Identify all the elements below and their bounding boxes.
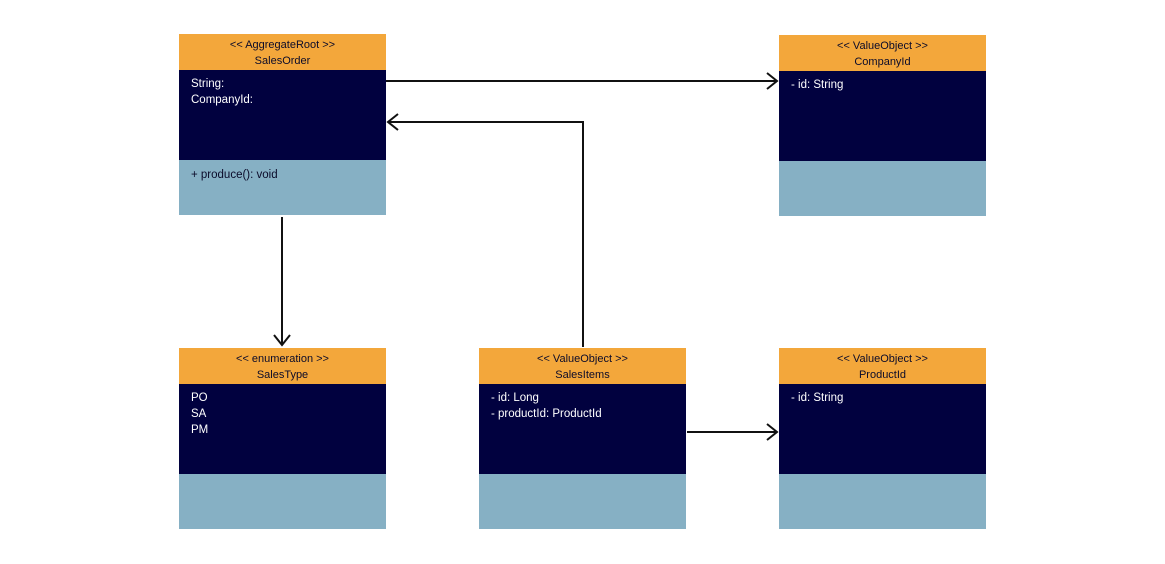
class-header: << enumeration >> SalesType bbox=[179, 348, 386, 384]
class-name: CompanyId bbox=[854, 56, 911, 68]
class-stereotype: << ValueObject >> bbox=[837, 353, 928, 365]
class-name: SalesOrder bbox=[254, 55, 311, 67]
class-salesorder[interactable]: << AggregateRoot >> SalesOrder String: C… bbox=[179, 34, 386, 215]
class-salestype[interactable]: << enumeration >> SalesType PO SA PM bbox=[179, 348, 386, 529]
class-productid[interactable]: << ValueObject >> ProductId - id: String bbox=[779, 348, 986, 529]
association-salesorder-to-salestype bbox=[273, 217, 291, 347]
attribute-productid: - productId: ProductId bbox=[491, 408, 602, 420]
association-line bbox=[388, 121, 584, 347]
class-operations bbox=[779, 161, 986, 216]
class-operations bbox=[479, 474, 686, 529]
enum-value-po: PO bbox=[191, 392, 208, 404]
class-operations bbox=[779, 474, 986, 529]
attribute-id: - id: String bbox=[791, 79, 844, 91]
class-header: << ValueObject >> CompanyId bbox=[779, 35, 986, 71]
enum-value-pm: PM bbox=[191, 424, 209, 436]
class-attributes: - id: String bbox=[779, 384, 986, 474]
class-name: ProductId bbox=[858, 369, 907, 381]
class-name: SalesType bbox=[256, 369, 309, 381]
class-attributes: - id: Long - productId: ProductId bbox=[479, 384, 686, 474]
class-salesitems[interactable]: << ValueObject >> SalesItems - id: Long … bbox=[479, 348, 686, 529]
association-salesitems-to-productid bbox=[687, 423, 779, 441]
arrowhead-icon bbox=[766, 72, 779, 90]
class-operations: + produce(): void bbox=[179, 160, 386, 215]
operation-produce: + produce(): void bbox=[191, 169, 278, 181]
attribute-string: String: bbox=[191, 78, 225, 90]
arrowhead-icon bbox=[273, 334, 291, 347]
class-attributes: PO SA PM bbox=[179, 384, 386, 474]
class-name: SalesItems bbox=[555, 369, 610, 381]
class-stereotype: << ValueObject >> bbox=[537, 353, 628, 365]
association-salesorder-to-companyid bbox=[386, 72, 779, 90]
attribute-id: - id: Long bbox=[491, 392, 539, 404]
class-operations bbox=[179, 474, 386, 529]
class-header: << ValueObject >> ProductId bbox=[779, 348, 986, 384]
class-header: << AggregateRoot >> SalesOrder bbox=[179, 34, 386, 70]
class-companyid[interactable]: << ValueObject >> CompanyId - id: String bbox=[779, 35, 986, 216]
class-attributes: - id: String bbox=[779, 71, 986, 161]
attribute-id: - id: String bbox=[791, 392, 844, 404]
enum-value-sa: SA bbox=[191, 408, 207, 420]
association-salesitems-to-salesorder bbox=[386, 113, 584, 347]
class-stereotype: << ValueObject >> bbox=[837, 40, 928, 52]
class-attributes: String: CompanyId: bbox=[179, 70, 386, 160]
class-header: << ValueObject >> SalesItems bbox=[479, 348, 686, 384]
attribute-companyid: CompanyId: bbox=[191, 94, 254, 106]
class-stereotype: << enumeration >> bbox=[236, 353, 329, 365]
arrowhead-icon bbox=[386, 113, 399, 131]
arrowhead-icon bbox=[766, 423, 779, 441]
class-stereotype: << AggregateRoot >> bbox=[229, 39, 336, 51]
